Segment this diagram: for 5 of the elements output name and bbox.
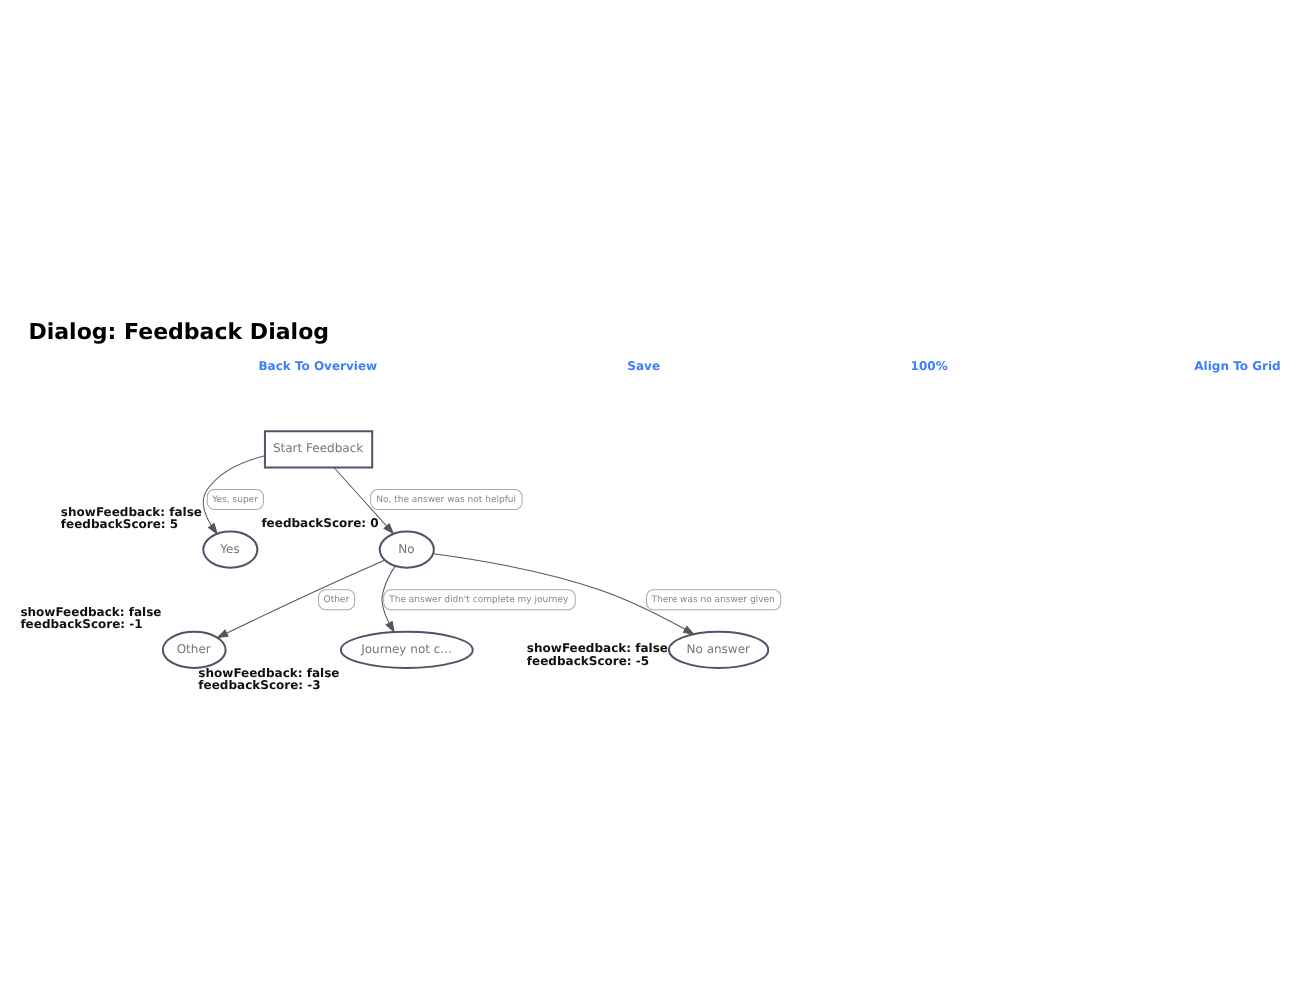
arrow <box>217 558 386 638</box>
arrow <box>432 552 695 634</box>
diagram-title: Dialog: Feedback Dialog <box>28 317 330 344</box>
arrow <box>333 465 394 534</box>
arrow <box>381 564 396 632</box>
